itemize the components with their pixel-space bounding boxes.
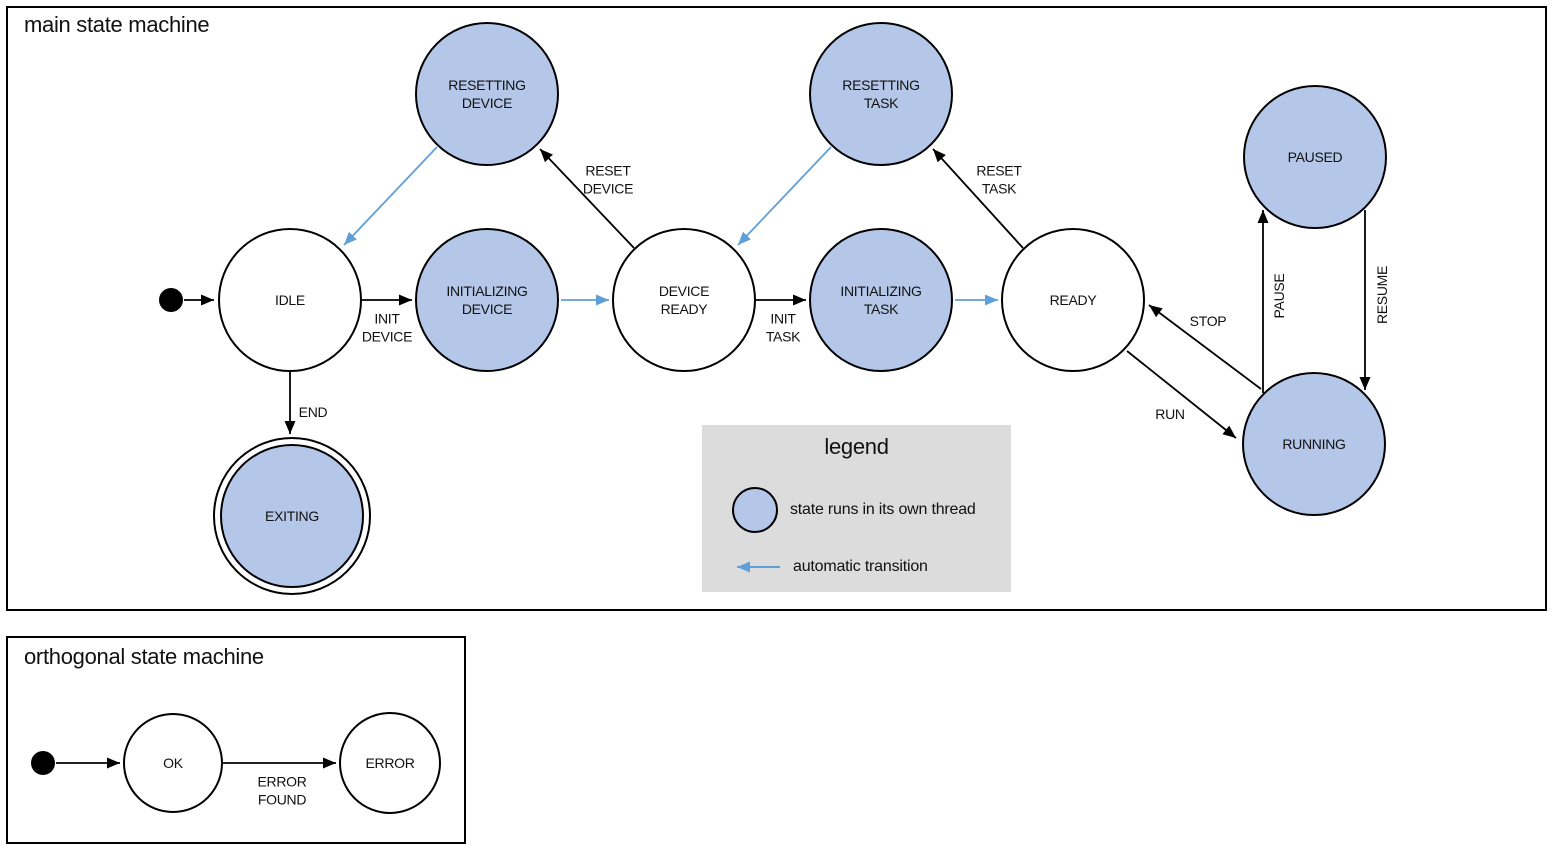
state-initializing-task: INITIALIZING TASK — [809, 228, 953, 372]
legend-title: legend — [824, 434, 889, 459]
state-resetting-task: RESETTING TASK — [809, 22, 953, 166]
transition-label-pause: PAUSE — [1270, 273, 1287, 319]
transition-label-reset-task: RESET TASK — [976, 162, 1022, 197]
legend-item-thread-state: state runs in its own thread — [790, 501, 976, 518]
transition-label-error-found: ERROR FOUND — [257, 773, 307, 808]
legend-item-auto-transition: automatic transition — [793, 558, 928, 575]
state-running: RUNNING — [1242, 372, 1386, 516]
state-exiting: EXITING — [220, 444, 364, 588]
transition-label-resume: RESUME — [1373, 265, 1390, 325]
auto-transition-arrow-icon — [737, 561, 780, 573]
state-paused: PAUSED — [1243, 85, 1387, 229]
state-ready: READY — [1001, 228, 1145, 372]
transition-label-init-task: INIT TASK — [765, 310, 801, 345]
transition-label-reset-device: RESET DEVICE — [582, 162, 634, 197]
transition-label-end: END — [298, 403, 328, 420]
main-state-machine-panel — [6, 6, 1547, 611]
orthogonal-state-machine-panel — [6, 636, 466, 844]
legend-panel: legend state runs in its own thread auto… — [702, 425, 1011, 592]
state-ok: OK — [123, 713, 223, 813]
state-initializing-device: INITIALIZING DEVICE — [415, 228, 559, 372]
state-idle: IDLE — [218, 228, 362, 372]
state-device-ready: DEVICE READY — [612, 228, 756, 372]
initial-state-dot-orthogonal — [31, 751, 55, 775]
transition-label-run: RUN — [1155, 405, 1185, 422]
transition-label-init-device: INIT DEVICE — [361, 310, 413, 345]
main-machine-title: main state machine — [24, 12, 210, 37]
state-resetting-device: RESETTING DEVICE — [415, 22, 559, 166]
transition-label-stop: STOP — [1189, 312, 1227, 329]
state-error: ERROR — [339, 712, 441, 814]
orthogonal-machine-title: orthogonal state machine — [24, 644, 264, 669]
final-state-ring: EXITING — [213, 437, 371, 595]
initial-state-dot-main — [159, 288, 183, 312]
thread-state-swatch-icon — [732, 487, 778, 533]
